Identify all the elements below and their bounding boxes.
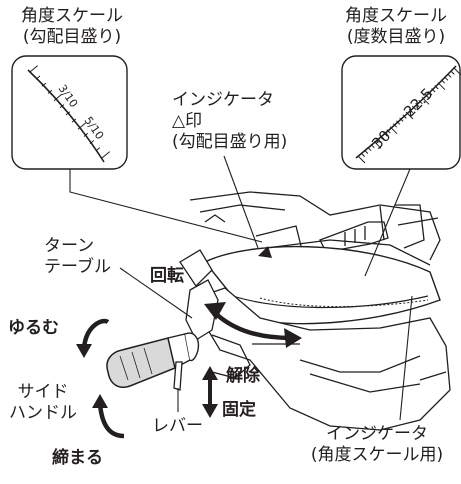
scale-tick xyxy=(399,117,404,122)
degree-scale-label: 角度スケール (度数目盛り) xyxy=(332,6,460,48)
scale-tick xyxy=(421,96,430,105)
release-label: 解除 xyxy=(226,366,260,386)
degree-indicator-label-line1: インジケータ xyxy=(326,424,428,444)
scale-tick xyxy=(437,82,446,91)
scale-tick xyxy=(418,99,423,105)
scale-tick xyxy=(402,114,407,119)
scale-tick xyxy=(440,79,446,84)
scale-tick xyxy=(77,122,87,130)
scale-tick xyxy=(364,149,369,154)
degree-scale-inset xyxy=(341,55,461,170)
slope-indicator-label-line1: インジケータ xyxy=(172,90,274,110)
lock-lever xyxy=(173,361,183,391)
lever-label: レバー xyxy=(152,416,203,436)
scale-tick xyxy=(386,129,391,134)
scale-tick xyxy=(53,93,63,102)
loosen-arrow xyxy=(76,318,110,358)
slope-scale-label: 角度スケール (勾配目盛り) xyxy=(8,6,136,48)
scale-tick xyxy=(415,102,420,108)
scale-tick xyxy=(83,132,89,137)
scale-tick xyxy=(47,89,53,94)
scale-tick xyxy=(380,135,385,140)
scale-tick xyxy=(376,138,382,143)
side-handle xyxy=(106,332,200,388)
rotate-label: 回転 xyxy=(150,266,184,286)
scale-tick xyxy=(450,70,455,75)
scale-tick xyxy=(41,82,47,87)
tighten-arrow xyxy=(92,394,125,439)
scale-tick xyxy=(408,108,414,113)
scale-tick xyxy=(396,120,401,125)
slope-indicator-label: インジケータ △印 (勾配目盛り用) xyxy=(172,90,287,153)
turntable-label-line1: ターン xyxy=(44,236,95,256)
tighten-label: 締まる xyxy=(52,448,103,468)
scale-tick xyxy=(434,85,439,90)
rotate-arrow xyxy=(204,302,302,348)
scale-tick xyxy=(101,151,111,159)
scale-tick xyxy=(444,76,449,81)
scale-tick xyxy=(389,126,398,135)
scale-tick xyxy=(431,88,436,93)
scale-tick xyxy=(357,155,366,164)
slope-indicator-label-line3: (勾配目盛り用) xyxy=(172,132,288,152)
side-handle-label: サイド ハンドル xyxy=(0,382,86,424)
scale-tick xyxy=(71,118,77,123)
scale-tick xyxy=(428,91,433,96)
side-handle-label-line1: サイド xyxy=(17,382,69,402)
degree-indicator-label: インジケータ (角度スケール用) xyxy=(296,424,458,466)
scale-tick xyxy=(29,65,39,73)
slope-scale-label-line1: 角度スケール xyxy=(21,6,123,26)
scale-tick xyxy=(453,67,461,76)
scale-tick xyxy=(424,94,430,99)
turntable xyxy=(203,245,441,325)
scale-tick xyxy=(447,73,452,78)
scale-tick xyxy=(373,140,382,149)
loosen-label: ゆるむ xyxy=(8,318,59,338)
turntable-label: ターン テーブル xyxy=(44,236,111,278)
scale-tick xyxy=(367,146,372,152)
saw-upper-body xyxy=(189,191,441,266)
slope-scale-label-line2: (勾配目盛り) xyxy=(22,27,122,47)
turntable-label-line2: テーブル xyxy=(44,257,111,277)
leader-lines xyxy=(69,155,413,421)
release-fix-arrow xyxy=(202,366,218,418)
scale-tick xyxy=(59,104,65,109)
scale-tick xyxy=(392,123,398,128)
degree-scale-label-line1: 角度スケール xyxy=(345,6,447,26)
scale-tick xyxy=(405,111,414,120)
slope-indicator-mark xyxy=(258,246,272,258)
slope-indicator-label-line2: △印 xyxy=(172,111,203,131)
scale-tick xyxy=(360,152,366,157)
side-handle-label-line2: ハンドル xyxy=(9,403,77,423)
scale-tick xyxy=(412,105,417,110)
degree-indicator-label-line2: (角度スケール用) xyxy=(310,445,444,465)
scale-tick xyxy=(95,147,101,152)
scale-tick xyxy=(35,75,41,80)
scale-tick xyxy=(383,132,388,137)
scale-tick xyxy=(65,111,71,116)
slope-scale-arc xyxy=(27,65,111,163)
scale-tick xyxy=(89,140,95,145)
degree-scale-label-line2: (度数目盛り) xyxy=(346,27,446,47)
scale-tick xyxy=(370,143,375,149)
fix-label: 固定 xyxy=(222,400,256,420)
degree-scale-arc xyxy=(355,65,461,164)
